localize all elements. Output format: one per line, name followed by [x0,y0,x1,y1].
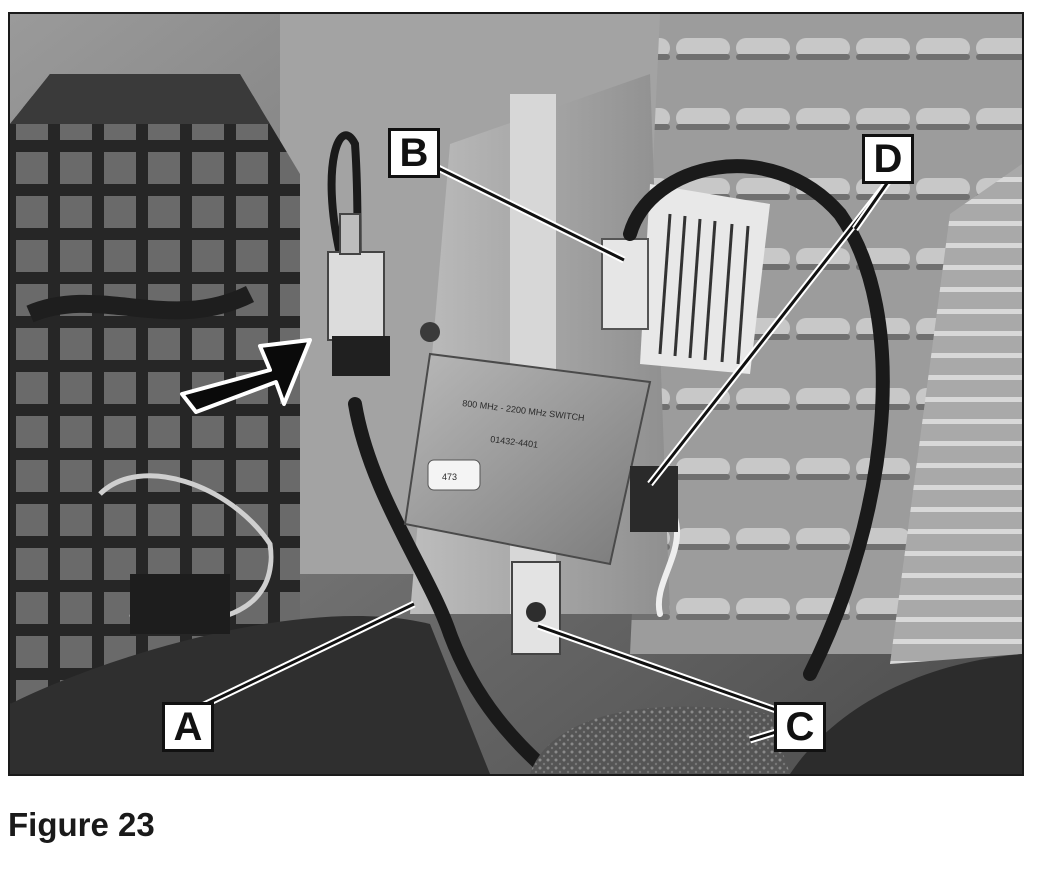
leader-lines [200,160,893,744]
figure-caption: Figure 23 [8,806,155,843]
photo-illustration: 800 MHz - 2200 MHz SWITCH 01432-4401 473 [10,14,1022,774]
callout-a: A [162,702,214,752]
ribbed-panel [630,14,1022,664]
pointer-arrow [180,338,312,414]
callout-c: C [774,702,826,752]
module-sticker: 473 [442,472,457,482]
callout-d: D [862,134,914,184]
barcode-label [640,184,770,374]
foreground [10,473,1022,774]
wire-cage [10,74,300,704]
callout-b: B [388,128,440,178]
photo-frame: 800 MHz - 2200 MHz SWITCH 01432-4401 473 [8,12,1024,776]
connector-c [511,561,561,655]
inline-connector [327,213,390,376]
